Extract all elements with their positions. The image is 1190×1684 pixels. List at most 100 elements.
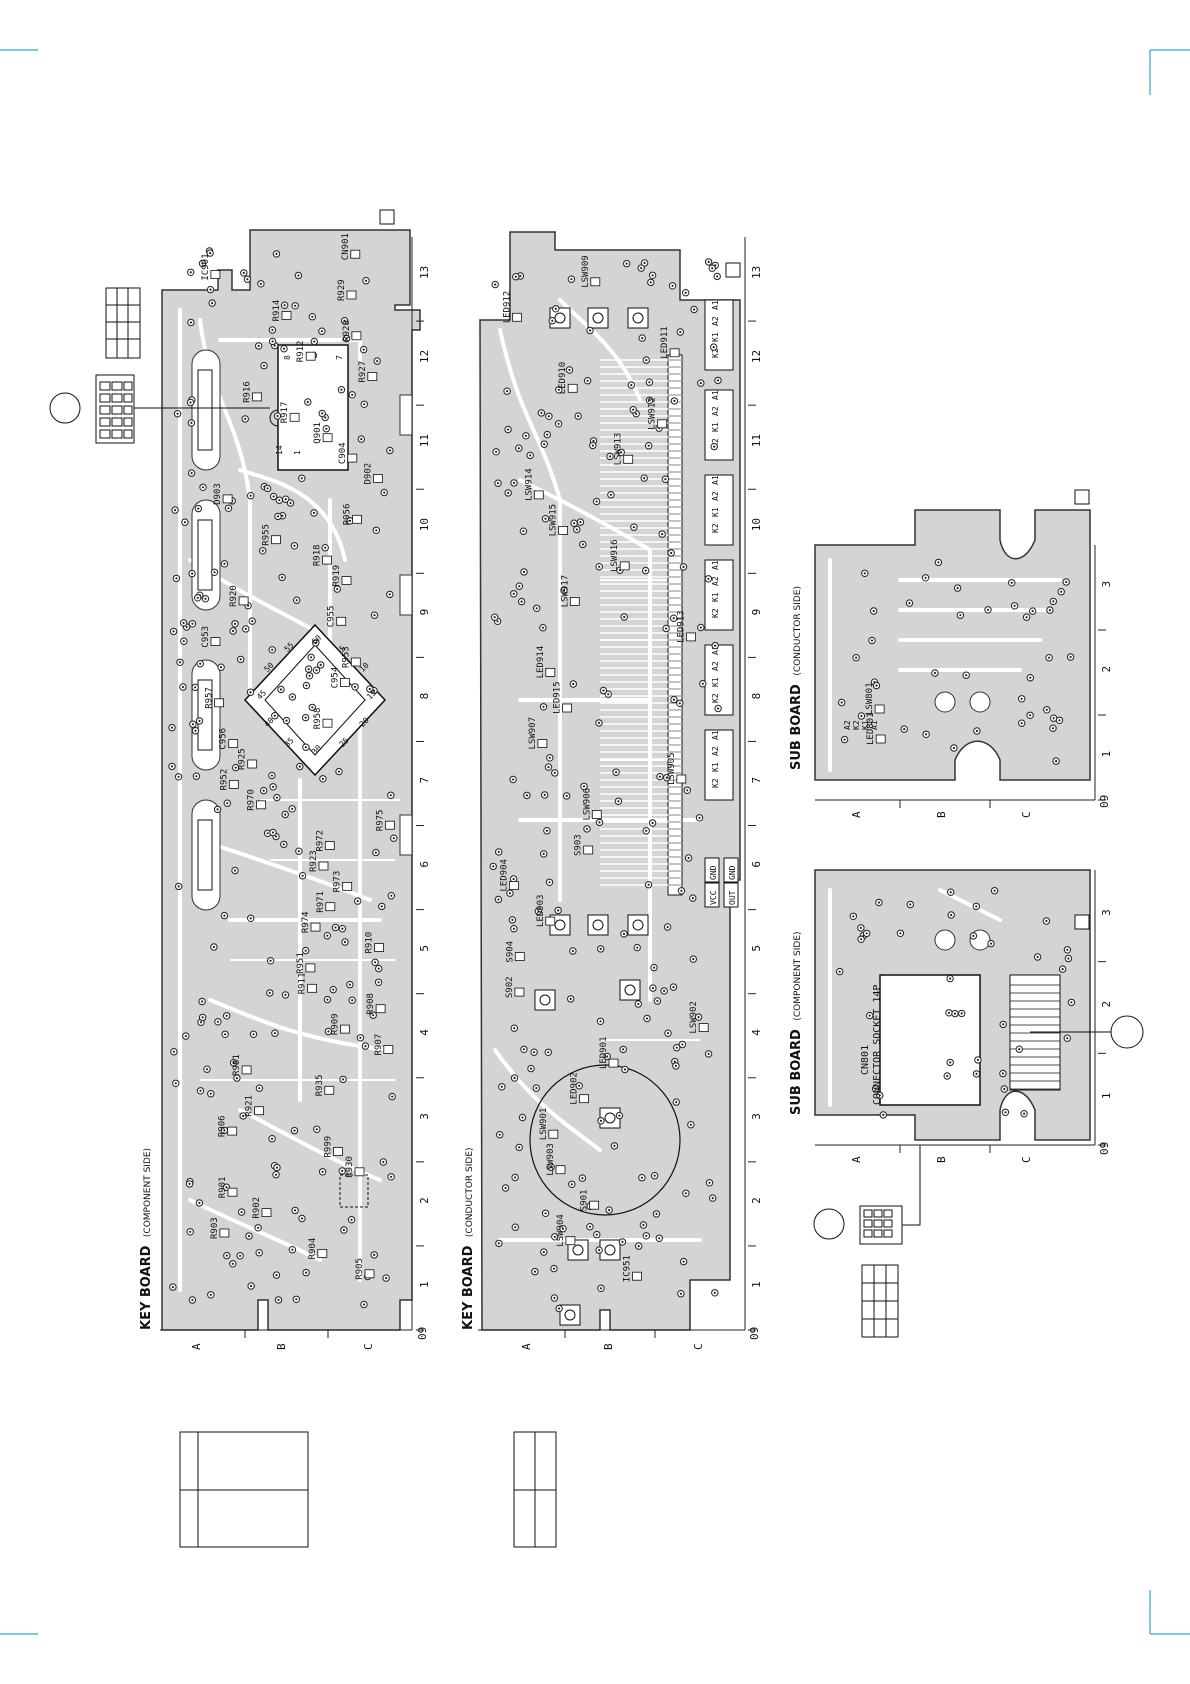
col-label-3: 3 (418, 1113, 431, 1120)
part-IC901: IC901 (201, 254, 211, 281)
part-LSW913: LSW913 (614, 433, 624, 466)
part-R909: R909 (331, 1013, 341, 1035)
sub-conductor-title: SUB BOARD (CONDUCTOR SIDE) (789, 586, 804, 770)
part-R972: R972 (315, 830, 325, 852)
key-board-conductor-side: A1A2K1K2A1A2K1K2A1A2K1K2A1A2K1K2A1A2K1K2… (461, 231, 763, 1350)
part-R974: R974 (301, 911, 311, 933)
conn-out: OUT (728, 890, 737, 905)
part-LED915: LED915 (553, 681, 563, 714)
switch-pin-A1: A1 (711, 390, 720, 400)
part-R919: R919 (332, 565, 342, 587)
sub-component-title: SUB BOARD (COMPONENT SIDE) (789, 931, 804, 1115)
crop-marks (0, 49, 1190, 1635)
part-Q901: Q901 (313, 422, 323, 444)
part-D903: D903 (213, 483, 223, 505)
switch-block (704, 644, 734, 716)
switch-pin-K2: K2 (711, 778, 720, 788)
part-LSW904: LSW904 (556, 1214, 566, 1247)
cn901-pin-1: 1 (293, 450, 302, 455)
switch-pin-A2: A2 (711, 746, 720, 756)
board-windows (191, 349, 413, 911)
sub-conductor-corner: 09 (1098, 795, 1111, 808)
comb-strip (600, 354, 683, 896)
switch-pin-K1: K1 (711, 507, 720, 517)
conn-gnd: GND (728, 865, 737, 880)
part-LSW909: LSW909 (581, 255, 591, 288)
col-label-9: 9 (750, 609, 763, 616)
sub-conductor-side-text: (CONDUCTOR SIDE) (793, 586, 803, 676)
switch-pin-A1: A1 (711, 475, 720, 485)
part-R927: R927 (358, 361, 368, 383)
part-LSW902: LSW902 (689, 1001, 699, 1034)
col-label-2: 2 (1100, 666, 1113, 673)
col-label-10: 10 (418, 518, 431, 531)
col-label-9: 9 (418, 609, 431, 616)
key-component-grid (160, 237, 413, 1338)
part-D902: D902 (364, 463, 374, 485)
col-label-12: 12 (418, 350, 431, 363)
col-label-5: 5 (750, 945, 763, 952)
col-label-11: 11 (418, 434, 431, 447)
col-label-3: 3 (1100, 581, 1113, 588)
part-IC951: IC951 (623, 1255, 633, 1282)
switch-pin-A2: A2 (711, 406, 720, 416)
part-R902: R902 (252, 1197, 262, 1219)
led-square (627, 914, 649, 936)
sub-component-grid (815, 870, 1096, 1153)
led-square (559, 1304, 581, 1326)
led-square (587, 914, 609, 936)
part-LSW917: LSW917 (560, 575, 570, 608)
switch-pin-A1: A1 (711, 560, 720, 570)
part-R956: R956 (343, 504, 353, 526)
switch-pin-A2: A2 (711, 491, 720, 501)
col-label-3: 3 (750, 1113, 763, 1120)
switch-pin-K2: K2 (711, 693, 720, 703)
part-R905: R905 (355, 1258, 365, 1280)
switch-pin-K2: K2 (711, 523, 720, 533)
part-R912: R912 (296, 341, 306, 363)
callout-circle-b (1110, 1015, 1144, 1049)
part-LSW906: LSW906 (582, 788, 592, 821)
row-label-B: B (935, 1156, 948, 1163)
col-label-1: 1 (1100, 751, 1113, 758)
col-label-6: 6 (418, 861, 431, 868)
part-R925: R925 (238, 748, 248, 770)
key-conductor-part-labels: LSW909LED912LED911LED910LSW912LSW913LSW9… (499, 255, 709, 1282)
row-label-A: A (850, 1156, 863, 1163)
switch-pin-A2: A2 (711, 661, 720, 671)
cn901-pin-7: 7 (335, 355, 344, 360)
row-label-B: B (935, 811, 948, 818)
part-LED914: LED914 (536, 646, 546, 679)
key-component-title-text: KEY BOARD (139, 1245, 154, 1330)
key-conductor-side-text: (CONDUCTOR SIDE) (465, 1147, 475, 1237)
cn801-socket-text: CONNECTOR SOCKET 14P (872, 985, 883, 1105)
key-board-component-outline (161, 229, 421, 1331)
part-R907: R907 (374, 1034, 384, 1056)
sub-pin-K1: K1 (861, 720, 870, 730)
part-R973: R973 (333, 871, 343, 893)
part-R908: R908 (366, 993, 376, 1015)
col-label-5: 5 (418, 945, 431, 952)
col-label-10: 10 (750, 518, 763, 531)
part-R957: R957 (205, 687, 215, 709)
part-R906: R906 (218, 1115, 228, 1137)
part-R903: R903 (210, 1217, 220, 1239)
conn-gnd: GND (709, 865, 718, 880)
sub-conductor-title-text: SUB BOARD (789, 684, 804, 770)
part-R918: R918 (313, 544, 323, 566)
led-square (599, 1239, 621, 1261)
switch-pin-K2: K2 (711, 348, 720, 358)
col-label-8: 8 (750, 693, 763, 700)
qfp-pin-5: 5 (338, 644, 348, 654)
sub-component-corner: 09 (1098, 1142, 1111, 1155)
led-square (627, 307, 649, 329)
switch-pin-A1: A1 (711, 645, 720, 655)
part-LED904: LED904 (499, 859, 509, 892)
